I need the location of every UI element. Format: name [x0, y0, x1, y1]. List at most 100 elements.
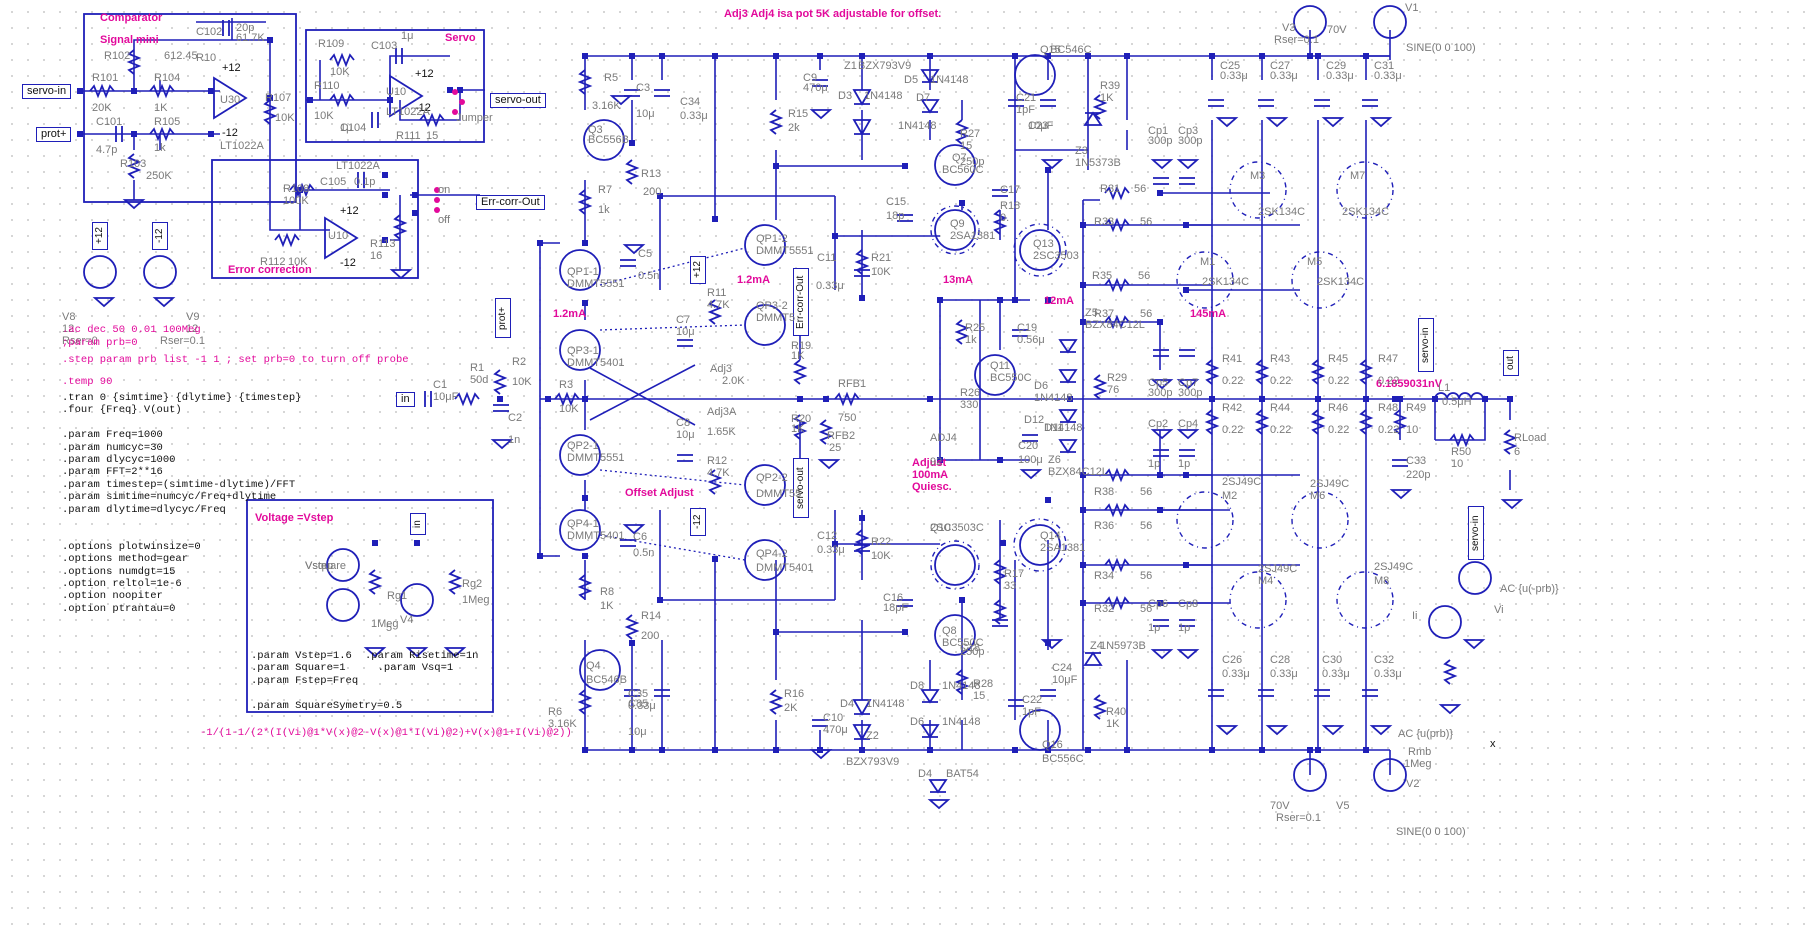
servo-part-designator: C104 [340, 122, 367, 134]
v5-value: 70V [1270, 800, 1290, 812]
component-designator: C20 [1018, 440, 1039, 452]
prot-plus-flag[interactable]: prot+ [495, 298, 511, 338]
directive-line-m1: ;param prb=0 [62, 337, 138, 349]
component-designator: Cp7 [1178, 377, 1199, 389]
component-designator: R47 [1378, 353, 1399, 365]
component-value: BC546B [586, 674, 627, 686]
component-value: BZX84C12L [1048, 466, 1108, 478]
component-value: 10 [1451, 458, 1464, 470]
in-port[interactable]: in [396, 392, 415, 407]
component-value: 1k [965, 334, 977, 346]
component-designator: C1 [433, 379, 448, 391]
component-value: 1N4148 [1044, 422, 1083, 434]
component-value: 4.7K [707, 467, 730, 479]
component-designator: C9 [803, 72, 818, 84]
component-value: 1Meg [462, 594, 490, 606]
component-value: 1N4148 [930, 74, 969, 86]
v9-value: 12 [186, 323, 199, 335]
servo-title: Servo [445, 32, 476, 44]
error-part-designator: R112 [260, 256, 286, 268]
servo-out-port[interactable]: servo-out [490, 93, 546, 108]
v3-rser: Rser=0.1 [1274, 34, 1319, 46]
component-designator: R38 [1094, 486, 1115, 498]
component-value: 0.33μ [1322, 668, 1350, 680]
error-correction-block[interactable] [211, 159, 419, 279]
opamp-u10-plus12: +12 [415, 68, 434, 80]
out-flag[interactable]: out [1503, 350, 1519, 376]
voltage-block[interactable] [246, 499, 494, 713]
component-designator: R48 [1378, 402, 1399, 414]
component-value: 6 [1514, 446, 1521, 458]
component-value: BC560C [942, 164, 984, 176]
servo-part-value: LT1022A [386, 106, 430, 118]
vsq-param: .param Vsq=1 [365, 662, 454, 674]
v2-value: SINE(0 0 100) [1396, 826, 1466, 838]
component-value: 1K [791, 350, 805, 362]
component-designator: D7 [916, 92, 931, 104]
minus12-flag-adj[interactable]: -12 [690, 508, 706, 536]
component-designator: Cp2 [1148, 418, 1169, 430]
component-designator: C85 [628, 698, 649, 710]
comparator-part-value: LT1022A [220, 140, 264, 152]
component-value: 0.56μ [1017, 334, 1045, 346]
component-designator: C29 [1326, 60, 1347, 72]
component-designator: Q15 [1040, 44, 1061, 56]
component-value: 2SA1381 [950, 230, 996, 242]
component-value: 15 [960, 140, 973, 152]
component-designator: C22 [1022, 694, 1043, 706]
component-value: 1K [1106, 718, 1120, 730]
prot-plus-port[interactable]: prot+ [36, 127, 72, 142]
opamp-err-plus12: +12 [340, 205, 359, 217]
component-designator: Cp5 [1148, 377, 1169, 389]
servo-block[interactable] [305, 29, 485, 143]
directive-line: .param dlytime=dlycyc/Freq [62, 503, 226, 516]
component-designator: C31 [1374, 60, 1395, 72]
component-designator: M6 [1310, 490, 1326, 502]
servo-in-flag-probe[interactable]: servo-in [1468, 506, 1484, 560]
error-part-value: 100K [283, 195, 309, 207]
component-designator: R25 [965, 322, 986, 334]
component-designator: C6 [633, 531, 648, 543]
component-designator: C5 [638, 248, 653, 260]
directive-line-m0: .ac dec 50 0.01 100Meg [62, 324, 201, 336]
servo-in-port[interactable]: servo-in [22, 84, 72, 99]
component-value: 1p [1178, 622, 1191, 634]
comparator-block[interactable] [83, 13, 297, 203]
component-designator: R33 [1094, 216, 1115, 228]
component-designator: C3 [636, 82, 651, 94]
current-label-q13: 12mA [1044, 295, 1074, 307]
component-value: 10 [1406, 424, 1419, 436]
component-designator: Q16 [1042, 739, 1063, 751]
component-value: 1N5973B [1100, 640, 1146, 652]
component-value: 1N4148 [942, 716, 981, 728]
signal-mini-title: Signal mini [100, 34, 159, 46]
err-corr-out-port[interactable]: Err-corr-Out [476, 195, 545, 210]
plus12-flag-adj[interactable]: +12 [690, 256, 706, 284]
component-designator: M8 [1374, 575, 1390, 587]
component-designator: L1 [1438, 382, 1451, 394]
in-flag[interactable]: in [410, 513, 426, 535]
component-designator: Vsquare [305, 560, 346, 572]
component-value: 0.22 [1270, 424, 1292, 436]
plus12-flag-v8[interactable]: +12 [92, 222, 108, 250]
probe-expression: -1/(1-1/(2*(I(Vi)@1*V(x)@2-V(x)@1*I(Vi)@… [200, 727, 572, 739]
component-designator: R3 [559, 379, 574, 391]
component-designator: C27 [1270, 60, 1291, 72]
component-designator: QP3-2 [756, 300, 788, 312]
component-designator: QP2-1 [567, 440, 599, 452]
component-designator: C12 [817, 530, 838, 542]
component-value: 10K [559, 403, 579, 415]
component-designator: Q4 [586, 660, 601, 672]
component-designator: R17 [1004, 568, 1025, 580]
component-value: BC556B [588, 134, 629, 146]
component-designator: Rg1 [387, 590, 408, 602]
component-designator: D6 [910, 716, 925, 728]
comparator-part-designator: C102 [196, 26, 223, 38]
err-corr-out-flag-top[interactable]: Err-corr-Out [793, 268, 809, 336]
error-part-designator: on [438, 184, 451, 196]
servo-in-flag-right[interactable]: servo-in [1418, 318, 1434, 372]
component-value: 50d [470, 374, 489, 386]
minus12-flag-v9[interactable]: -12 [152, 222, 168, 250]
component-value: 56 [1140, 520, 1153, 532]
